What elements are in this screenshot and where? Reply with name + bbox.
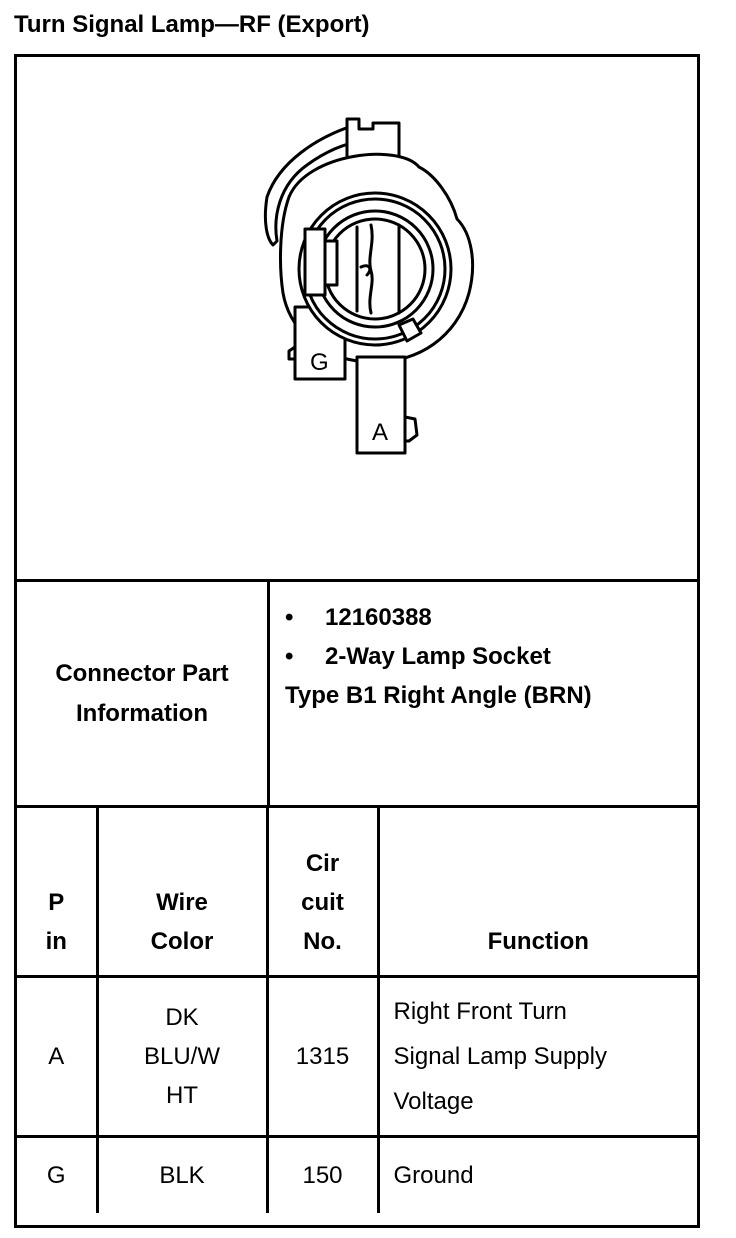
connector-info-content: • 12160388 • 2-Way Lamp Socket Type B1 R… <box>285 598 695 715</box>
terminal-a-label: A <box>372 419 388 446</box>
function-cell: Right Front Turn Signal Lamp Supply Volt… <box>376 975 697 1138</box>
wire-color-cell: DK BLU/W HT <box>95 975 269 1138</box>
wire-color-cell: BLK <box>95 1135 269 1213</box>
terminal-a <box>355 355 407 455</box>
connector-diagram: G A <box>17 57 697 579</box>
description-line1: 2-Way Lamp Socket <box>325 643 551 670</box>
function-cell: Ground <box>376 1135 697 1213</box>
terminal-g-label: G <box>310 349 329 376</box>
pin-table-header: P in Wire Color Cir cuit No. Function <box>17 805 697 978</box>
pin-cell: G <box>17 1135 99 1213</box>
pin-table: P in Wire Color Cir cuit No. Function <box>17 805 697 1213</box>
connector-info-label: Connector Part Information <box>17 582 270 805</box>
connector-info-row: Connector Part Information • 12160388 • … <box>17 579 697 805</box>
connector-table-frame: G A Connector Part Information • 1216038… <box>14 54 700 1228</box>
header-circuit: Cir cuit No. <box>265 805 380 978</box>
description-line2: Type B1 Right Angle (BRN) <box>285 682 592 709</box>
table-row: G BLK 150 Ground <box>17 1135 697 1213</box>
header-pin: P in <box>17 805 99 978</box>
part-number-item: • 12160388 <box>285 598 695 637</box>
part-number: 12160388 <box>325 604 432 631</box>
circuit-cell: 1315 <box>265 975 380 1138</box>
circuit-cell: 150 <box>265 1135 380 1213</box>
pin-cell: A <box>17 975 99 1138</box>
connector-info-label-line2: Information <box>75 699 208 727</box>
bullet-icon: • <box>285 604 294 631</box>
lamp-socket-drawing: G A <box>263 117 475 455</box>
page-title: Turn Signal Lamp—RF (Export) <box>14 11 370 38</box>
socket-clip-right <box>397 317 423 343</box>
bullet-icon: • <box>285 643 294 670</box>
connector-info-label-line1: Connector Part <box>55 659 229 687</box>
description-item: • 2-Way Lamp Socket <box>285 637 695 676</box>
table-row: A DK BLU/W HT 1315 Right Front Turn Sign… <box>17 975 697 1138</box>
header-function: Function <box>376 805 697 978</box>
header-wire-color: Wire Color <box>95 805 269 978</box>
